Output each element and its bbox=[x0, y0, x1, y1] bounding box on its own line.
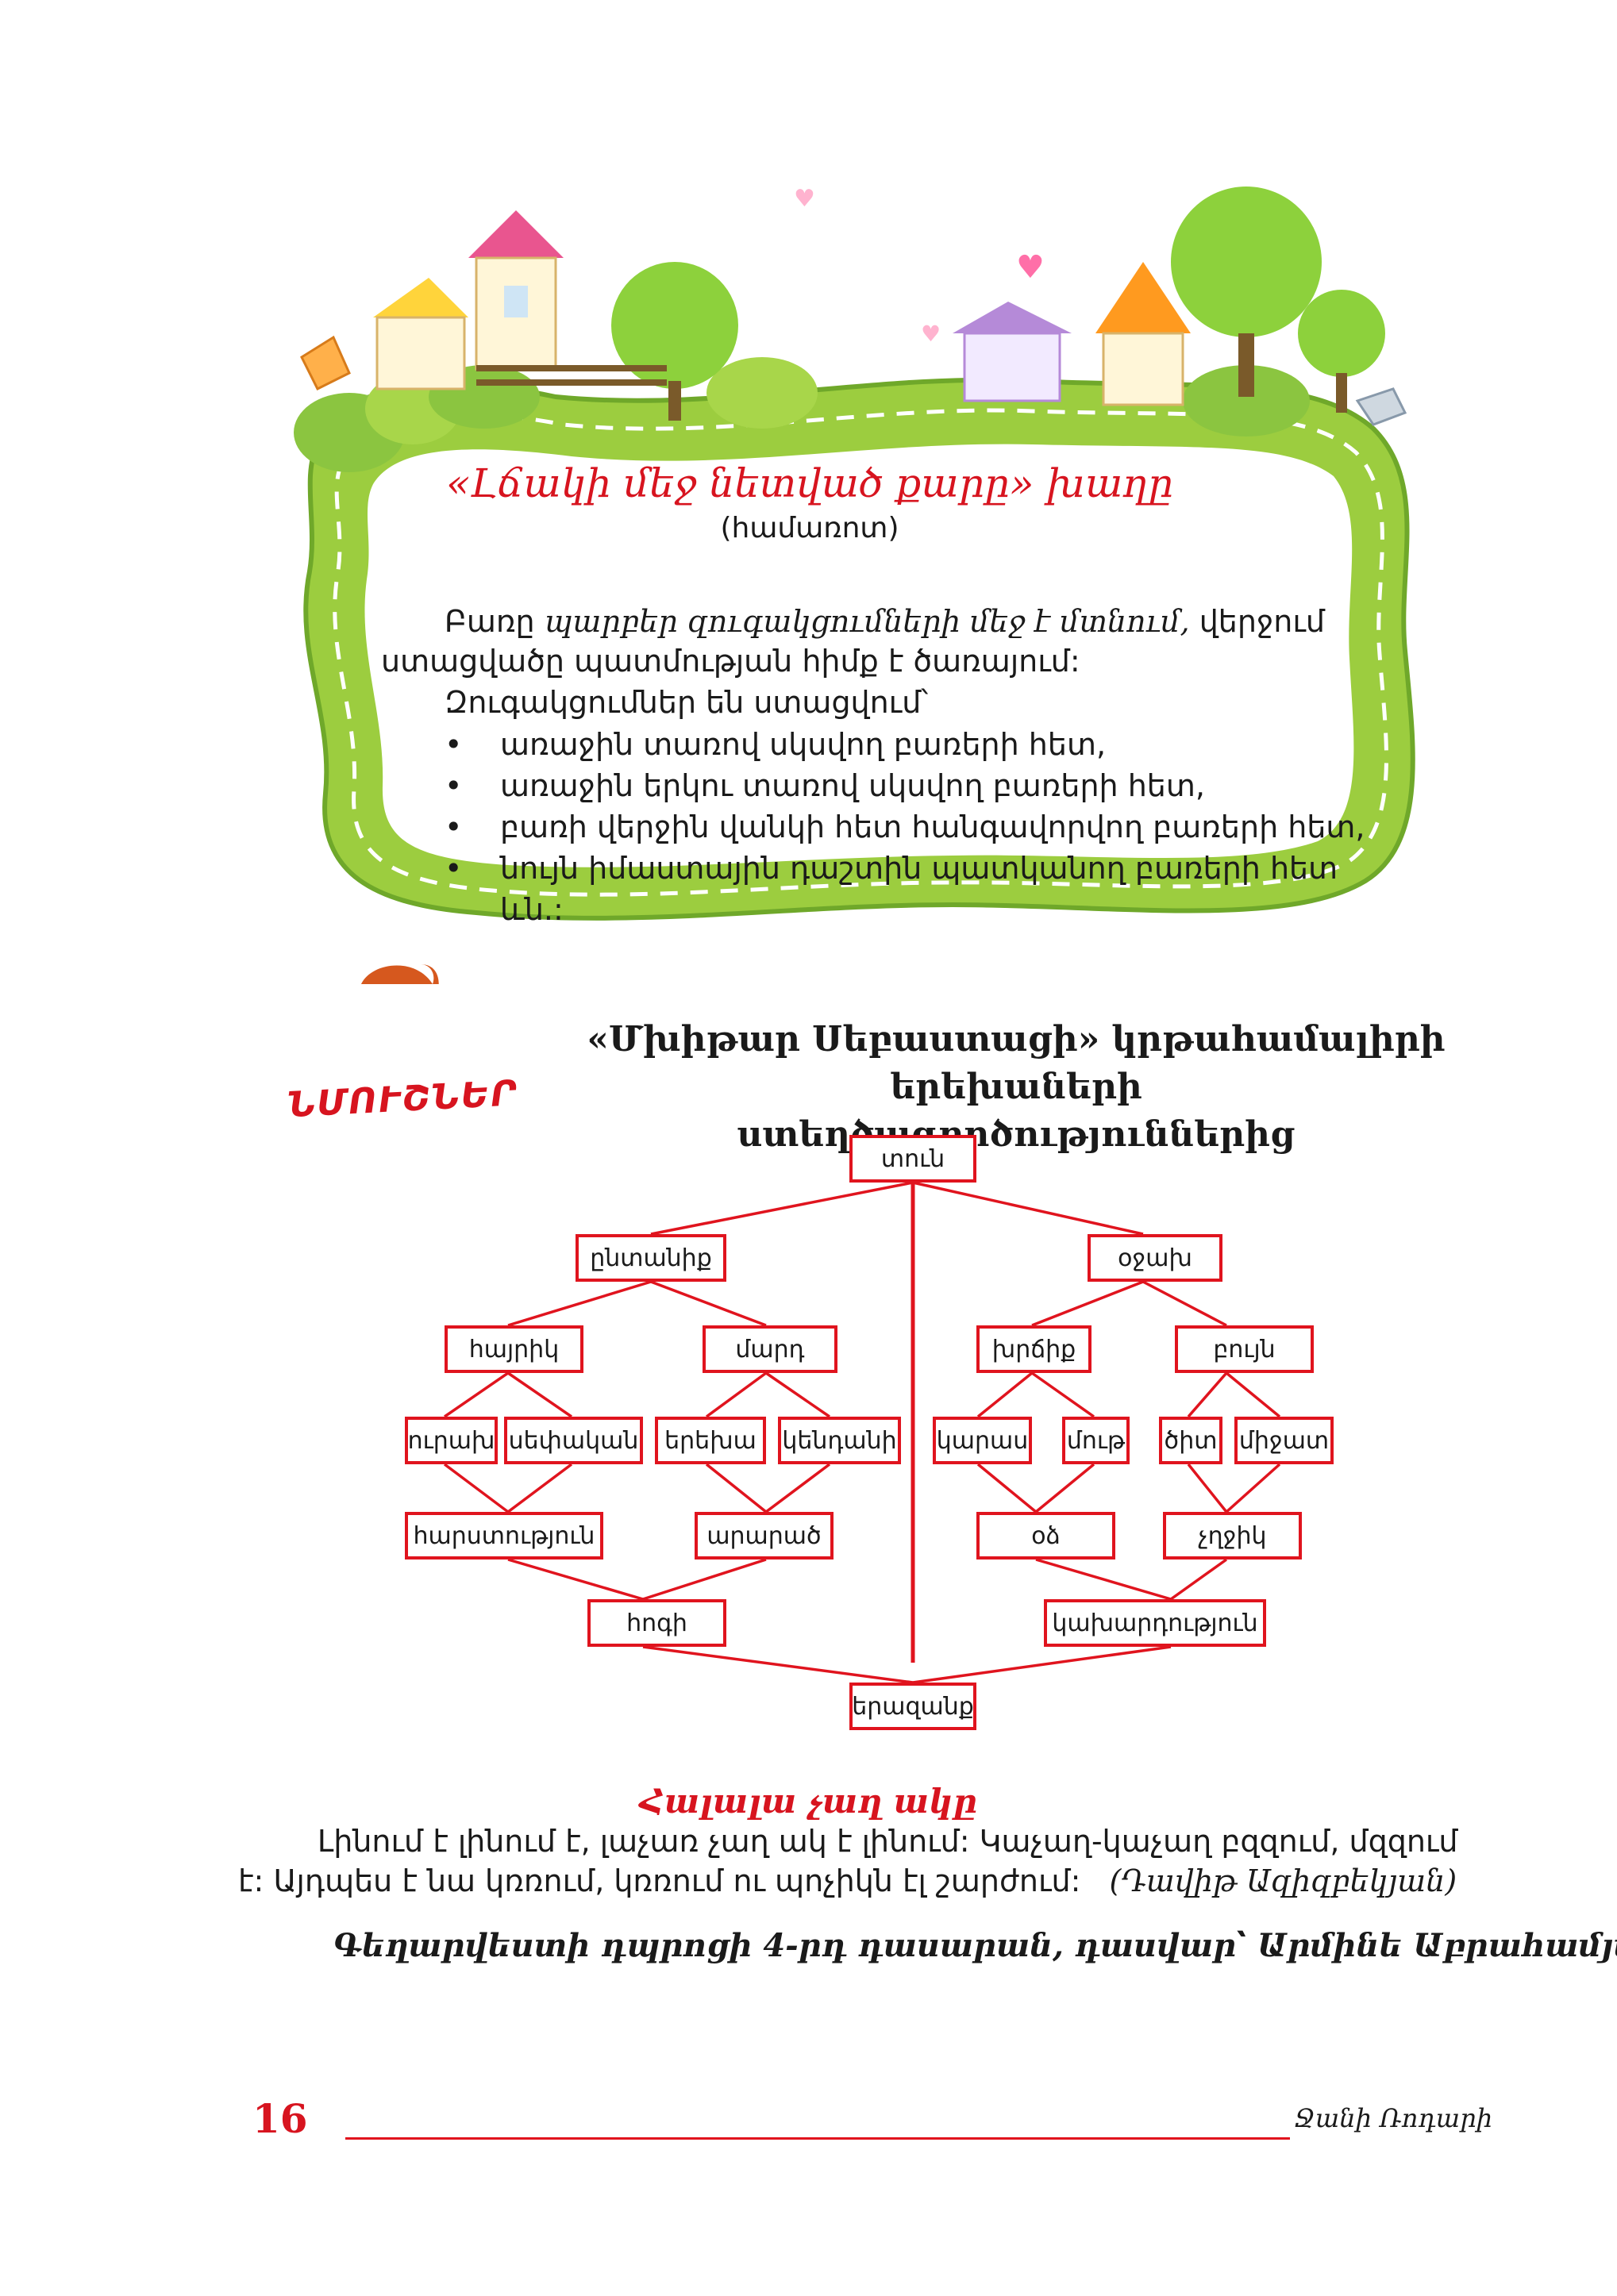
diagram-connectors bbox=[443, 1181, 1281, 1684]
poem-line: Լինում է լինում է, լաչառ չաղ ակ է լինում… bbox=[318, 1824, 1458, 1859]
diagram-node: օձ bbox=[976, 1512, 1115, 1560]
page-number: 16 bbox=[252, 2095, 308, 2142]
diagram-node: արարած bbox=[695, 1512, 834, 1560]
tree-icon bbox=[1298, 290, 1385, 377]
samples-heading-line: ստեղծագործություններից bbox=[737, 1114, 1296, 1155]
samples-heading-line: «Մխիթար Սեբաստացի» կրթահամալիրի երեխաներ… bbox=[587, 1019, 1446, 1107]
house-icon bbox=[373, 278, 468, 317]
game-description: Բառը պարբեր զուգակցումների մեջ է մտնում,… bbox=[381, 602, 1365, 641]
diagram-node: հարստություն bbox=[405, 1512, 603, 1560]
diagram-node: տուն bbox=[849, 1135, 976, 1183]
word-association-diagram: տուն ընտանիք օջախ հայրիկ մարդ խրճիք բույ… bbox=[0, 1135, 1617, 1738]
diagram-node: ընտանիք bbox=[576, 1234, 726, 1282]
combinations-intro: Զուգակցումներ են ստացվում՝ bbox=[445, 685, 929, 720]
game-description-line2: ստացվածը պատմության հիմք է ծառայում: bbox=[381, 644, 1080, 679]
svg-text:♥: ♥ bbox=[921, 321, 941, 347]
diagram-node: ուրախ bbox=[405, 1417, 498, 1464]
house-icon bbox=[1095, 262, 1191, 333]
diagram-node: օջախ bbox=[1088, 1234, 1222, 1282]
samples-heading: «Մխիթար Սեբաստացի» կրթահամալիրի երեխաներ… bbox=[540, 1016, 1492, 1159]
diagram-node: մարդ bbox=[703, 1325, 837, 1373]
list-item: նույն իմաստային դաշտին պատկանող բառերի հ… bbox=[445, 848, 1381, 927]
diagram-node: սեփական bbox=[504, 1417, 643, 1464]
samples-badge-label: ՆՄՈՒՇՆԵՐ bbox=[286, 1073, 519, 1126]
arrow-sign-icon bbox=[300, 335, 351, 391]
diagram-node: մութ bbox=[1062, 1417, 1130, 1464]
diagram-node: երեխա bbox=[655, 1417, 766, 1464]
diagram-node: միջատ bbox=[1234, 1417, 1334, 1464]
game-description-part: վերջում bbox=[1189, 604, 1325, 639]
tree-icon bbox=[611, 262, 738, 389]
diagram-node: հայրիկ bbox=[445, 1325, 583, 1373]
combinations-list: առաջին տառով սկսվող բառերի հետ, առաջին ե… bbox=[445, 724, 1381, 927]
poem-author: (Դավիթ Ազիզբեկյան) bbox=[1109, 1863, 1457, 1898]
diagram-node: ծիտ bbox=[1159, 1417, 1222, 1464]
tree-icon bbox=[1171, 187, 1322, 337]
house-icon bbox=[953, 302, 1072, 333]
poem-credit: Գեղարվեստի դպրոցի 4-րդ դասարան, դասվար՝ … bbox=[333, 1927, 1617, 1964]
poem-line-text: է: Այդպես է նա կռռում, կռռում ու պոչիկն … bbox=[238, 1863, 1081, 1898]
diagram-node: կենդանի bbox=[778, 1417, 901, 1464]
poem-title: Հալալա չաղ ակը bbox=[639, 1782, 978, 1821]
game-description-part: Բառը bbox=[445, 604, 545, 639]
list-item: առաջին տառով սկսվող բառերի հետ, bbox=[445, 724, 1381, 765]
diagram-node: հոգի bbox=[587, 1599, 726, 1647]
game-title: «Լճակի մեջ նետված քարը» խաղը bbox=[446, 460, 1173, 506]
game-description-italic: պարբեր զուգակցումների մեջ է մտնում, bbox=[544, 604, 1190, 639]
diagram-node: խրճիք bbox=[976, 1325, 1091, 1373]
footer-divider bbox=[345, 2137, 1290, 2140]
list-item: առաջին երկու տառով սկսվող բառերի հետ, bbox=[445, 765, 1381, 806]
diagram-node: չղջիկ bbox=[1163, 1512, 1302, 1560]
arrow-sign-icon bbox=[1355, 387, 1407, 426]
house-icon bbox=[468, 210, 564, 258]
svg-text:♥: ♥ bbox=[1016, 249, 1045, 286]
diagram-node: կարաս bbox=[933, 1417, 1032, 1464]
diagram-node: բույն bbox=[1175, 1325, 1314, 1373]
poem-line: է: Այդպես է նա կռռում, կռռում ու պոչիկն … bbox=[238, 1861, 1457, 1901]
diagram-node: կախարդություն bbox=[1044, 1599, 1266, 1647]
diagram-node: երազանք bbox=[849, 1683, 976, 1730]
magazine-title: Ջանի Ռոդարի bbox=[1294, 2103, 1492, 2133]
svg-text:♥: ♥ bbox=[794, 185, 815, 213]
game-subtitle: (համառոտ) bbox=[720, 512, 899, 544]
list-item: բառի վերջին վանկի հետ հանգավորվող բառերի… bbox=[445, 806, 1381, 848]
